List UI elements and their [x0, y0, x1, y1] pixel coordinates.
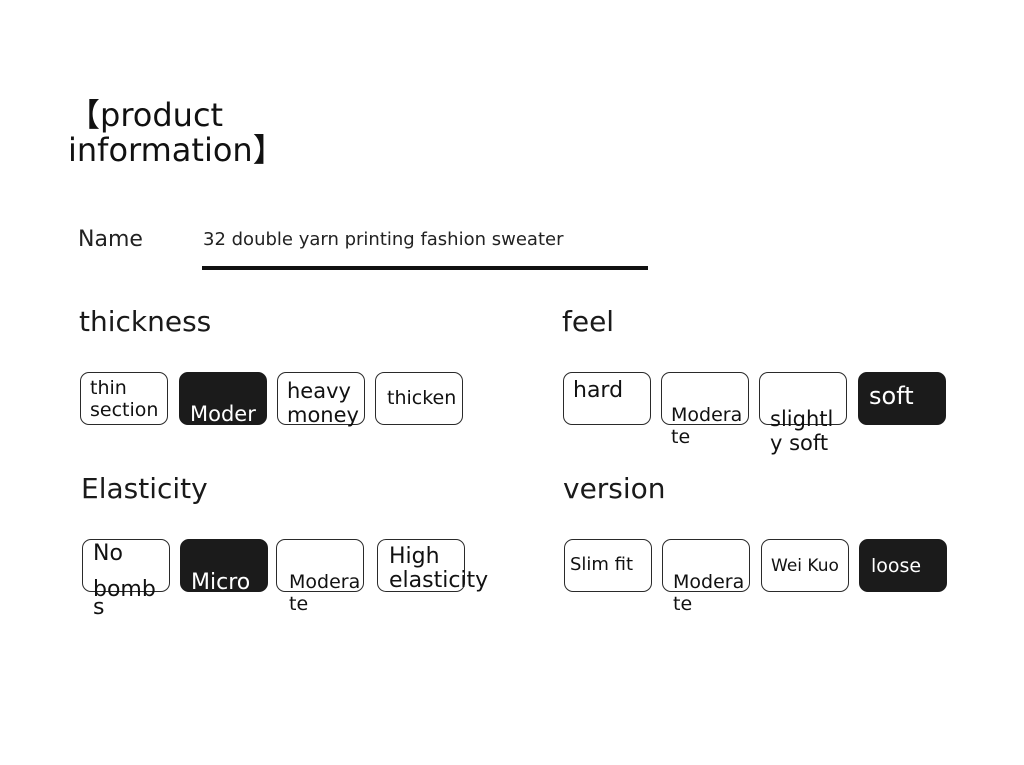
feel-option-soft[interactable]: soft: [858, 372, 946, 425]
option-label: slightl y soft: [770, 407, 834, 455]
elasticity-option-high-elasticity[interactable]: High elasticity: [377, 539, 489, 593]
version-option-slim-fit[interactable]: Slim fit: [564, 539, 652, 592]
feel-option-slightly-soft[interactable]: slightl y soft: [759, 372, 847, 455]
feel-title: feel: [562, 305, 615, 338]
feel-option-hard[interactable]: hard: [563, 372, 651, 425]
elasticity-option-micro[interactable]: Micro: [180, 539, 268, 592]
option-label: Modera te: [671, 404, 743, 448]
option-label: No bomb s: [93, 541, 156, 620]
option-label: thicken: [387, 387, 457, 409]
option-label: loose: [871, 555, 922, 577]
option-label: High elasticity: [389, 544, 489, 593]
elasticity-title: Elasticity: [81, 472, 208, 505]
thickness-title: thickness: [79, 305, 212, 338]
option-label: Modera te: [289, 571, 361, 615]
option-label: Micro: [191, 570, 251, 592]
feel-option-moderate[interactable]: Modera te: [661, 372, 749, 448]
thickness-option-moderate[interactable]: Moder: [179, 372, 267, 425]
name-underline: [202, 266, 648, 270]
version-option-loose[interactable]: loose: [859, 539, 947, 592]
option-label: Modera te: [673, 571, 745, 615]
name-value: 32 double yarn printing fashion sweater: [203, 229, 564, 250]
thickness-option-heavy-money[interactable]: heavy money: [277, 372, 365, 427]
option-label: thin section: [90, 377, 159, 421]
name-label: Name: [78, 227, 143, 252]
option-label: heavy money: [287, 379, 359, 427]
section-title-product-information: 【product information】: [68, 96, 285, 169]
version-title: version: [563, 472, 666, 505]
option-label: soft: [869, 382, 914, 410]
version-option-moderate[interactable]: Modera te: [662, 539, 750, 615]
elasticity-option-no-bombs[interactable]: No bomb s: [82, 539, 170, 619]
option-label: Moder: [190, 402, 256, 425]
option-label: hard: [573, 378, 624, 403]
elasticity-option-moderate[interactable]: Modera te: [276, 539, 364, 615]
version-option-wei-kuo[interactable]: Wei Kuo: [761, 539, 849, 592]
option-label: Slim fit: [570, 554, 634, 575]
option-label: Wei Kuo: [771, 556, 839, 576]
thickness-option-thin-section[interactable]: thin section: [80, 372, 168, 425]
thickness-option-thicken[interactable]: thicken: [375, 372, 463, 425]
